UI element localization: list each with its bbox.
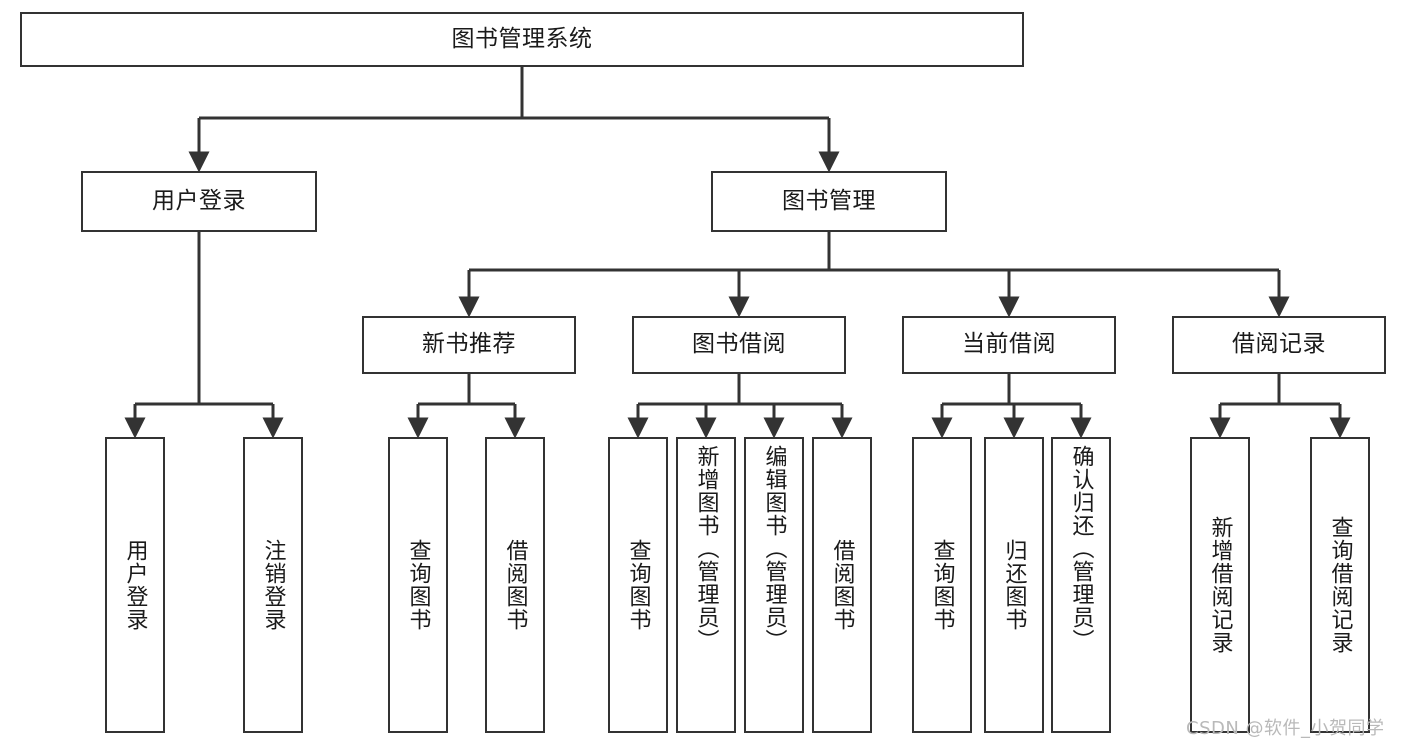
- node-leaf-borrow-book-recommend[interactable]: 借阅图书: [485, 437, 545, 733]
- node-user-login-label: 用户登录: [152, 187, 246, 214]
- node-leaf-query-book-borrow[interactable]: 查询图书: [608, 437, 668, 733]
- node-leaf-confirm-return-admin[interactable]: 确认归还（管理员）: [1051, 437, 1111, 733]
- csdn-watermark: CSDN @软件_小贺同学: [1186, 718, 1385, 739]
- node-leaf-confirm-return-admin-label: 确认归还（管理员）: [1068, 445, 1094, 652]
- node-leaf-query-book-recommend-label: 查询图书: [405, 539, 431, 631]
- node-leaf-borrow-book-label: 借阅图书: [829, 539, 855, 631]
- node-new-book-recommend[interactable]: 新书推荐: [362, 316, 576, 374]
- node-leaf-borrow-book-recommend-label: 借阅图书: [502, 539, 528, 631]
- node-root-system[interactable]: 图书管理系统: [20, 12, 1024, 67]
- node-leaf-add-book-admin-label: 新增图书（管理员）: [693, 445, 719, 652]
- node-book-management[interactable]: 图书管理: [711, 171, 947, 232]
- node-leaf-return-book[interactable]: 归还图书: [984, 437, 1044, 733]
- node-borrow-record-label: 借阅记录: [1232, 331, 1326, 358]
- node-leaf-user-logout-label: 注销登录: [260, 539, 286, 631]
- node-borrow-record[interactable]: 借阅记录: [1172, 316, 1386, 374]
- node-leaf-query-book-borrow-label: 查询图书: [625, 539, 651, 631]
- node-leaf-user-login[interactable]: 用户登录: [105, 437, 165, 733]
- node-leaf-add-book-admin[interactable]: 新增图书（管理员）: [676, 437, 736, 733]
- node-book-borrow[interactable]: 图书借阅: [632, 316, 846, 374]
- node-user-login[interactable]: 用户登录: [81, 171, 317, 232]
- node-book-borrow-label: 图书借阅: [692, 331, 786, 358]
- node-leaf-add-borrow-record-label: 新增借阅记录: [1207, 516, 1233, 654]
- node-leaf-user-logout[interactable]: 注销登录: [243, 437, 303, 733]
- node-leaf-query-borrow-record-label: 查询借阅记录: [1327, 516, 1353, 654]
- node-current-borrow-label: 当前借阅: [962, 331, 1056, 358]
- node-leaf-add-borrow-record[interactable]: 新增借阅记录: [1190, 437, 1250, 733]
- node-leaf-query-book-current[interactable]: 查询图书: [912, 437, 972, 733]
- node-leaf-query-book-recommend[interactable]: 查询图书: [388, 437, 448, 733]
- node-new-book-recommend-label: 新书推荐: [422, 331, 516, 358]
- node-leaf-user-login-label: 用户登录: [122, 539, 148, 631]
- node-leaf-return-book-label: 归还图书: [1001, 539, 1027, 631]
- node-leaf-edit-book-admin[interactable]: 编辑图书（管理员）: [744, 437, 804, 733]
- node-leaf-query-borrow-record[interactable]: 查询借阅记录: [1310, 437, 1370, 733]
- node-leaf-borrow-book[interactable]: 借阅图书: [812, 437, 872, 733]
- node-leaf-query-book-current-label: 查询图书: [929, 539, 955, 631]
- node-root-label: 图书管理系统: [451, 25, 593, 52]
- node-leaf-edit-book-admin-label: 编辑图书（管理员）: [761, 445, 787, 652]
- node-current-borrow[interactable]: 当前借阅: [902, 316, 1116, 374]
- node-book-management-label: 图书管理: [782, 187, 876, 214]
